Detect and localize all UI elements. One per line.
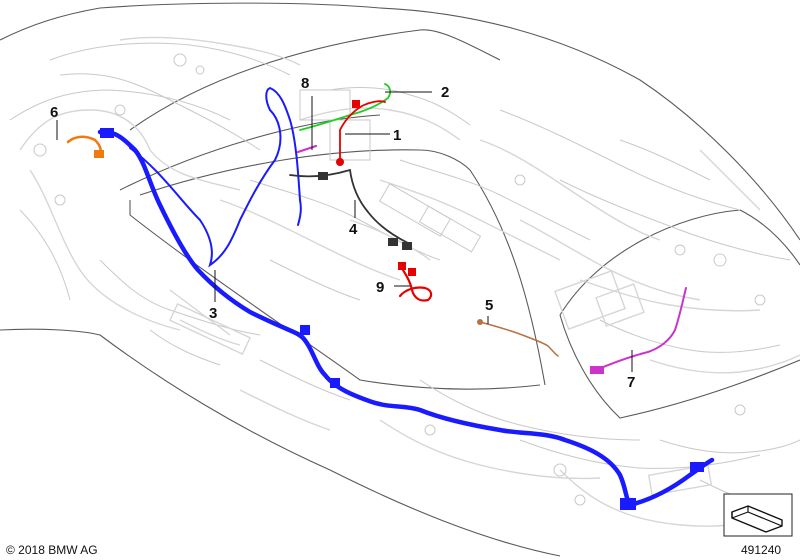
callout-labels: 8 2 1 3 4 5 6 7 9 [50,75,635,391]
harness-8 [296,144,318,154]
harness-3-main [97,86,715,510]
callout-1: 1 [393,127,401,144]
background-wiring [9,36,800,527]
callout-7: 7 [627,374,635,391]
leader-lines [56,91,633,372]
connector-3b [620,498,636,510]
harness-2 [299,83,392,131]
harness-1 [339,100,386,161]
callout-6: 6 [50,104,58,121]
copyright-text: © 2018 BMW AG [6,543,98,557]
connector-9a [398,262,406,270]
connector-3a [100,128,114,138]
connector-4a [318,172,328,180]
callout-5: 5 [485,297,493,314]
callout-8: 8 [301,75,309,92]
connector-1 [336,158,344,166]
connector-6 [94,150,104,158]
connector-9b [408,268,416,276]
harness-5 [479,321,559,357]
connector-3d [300,325,310,335]
callout-3: 3 [209,305,217,322]
callout-4: 4 [349,221,358,238]
connector-4c [402,242,412,250]
connector-7 [590,366,604,374]
callout-2: 2 [441,84,449,101]
document-number: 491240 [741,543,781,557]
part-symbol-icon [723,493,793,537]
connector-3e [330,378,340,388]
harness-9 [398,263,433,302]
connector-3c [690,462,704,472]
connector-4b [388,238,398,246]
connector-5 [477,319,483,325]
callout-9: 9 [376,279,384,296]
connector-1b [352,100,360,108]
harness-7 [595,287,687,371]
